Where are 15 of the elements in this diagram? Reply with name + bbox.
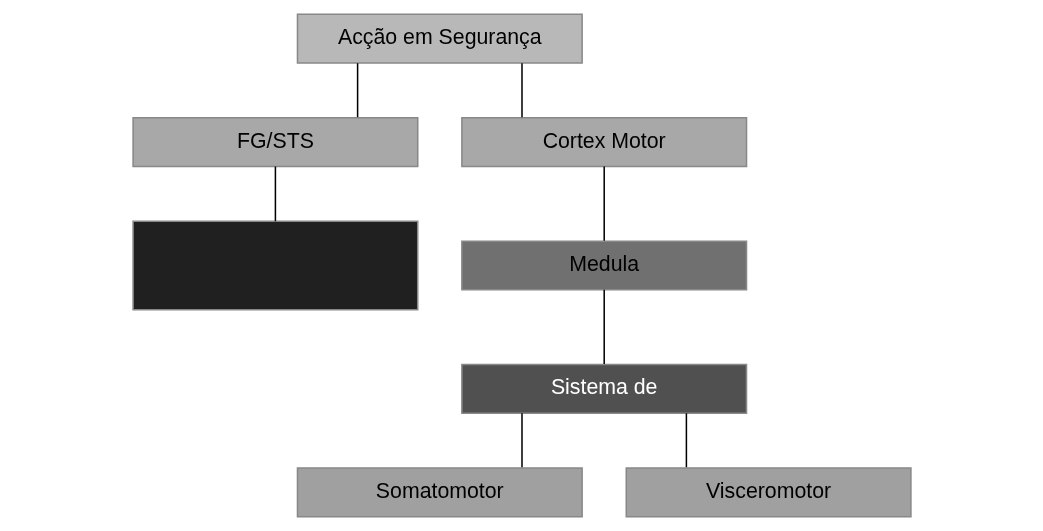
node-box xyxy=(131,220,418,311)
connector xyxy=(520,412,523,468)
node-box: Visceromotor xyxy=(625,467,912,518)
connector xyxy=(520,62,523,118)
node-box: Cortex Motor xyxy=(460,117,747,168)
node-box: Medula xyxy=(460,240,747,291)
connector xyxy=(602,165,605,242)
connector xyxy=(602,289,605,365)
node-box: Somatomotor xyxy=(296,467,583,518)
node-box: Sistema de xyxy=(460,363,747,414)
node-box: FG/STS xyxy=(131,117,418,168)
connector xyxy=(356,62,358,118)
node-box: Acção em Segurança xyxy=(296,13,583,64)
connector xyxy=(274,165,276,222)
connector xyxy=(685,412,687,468)
